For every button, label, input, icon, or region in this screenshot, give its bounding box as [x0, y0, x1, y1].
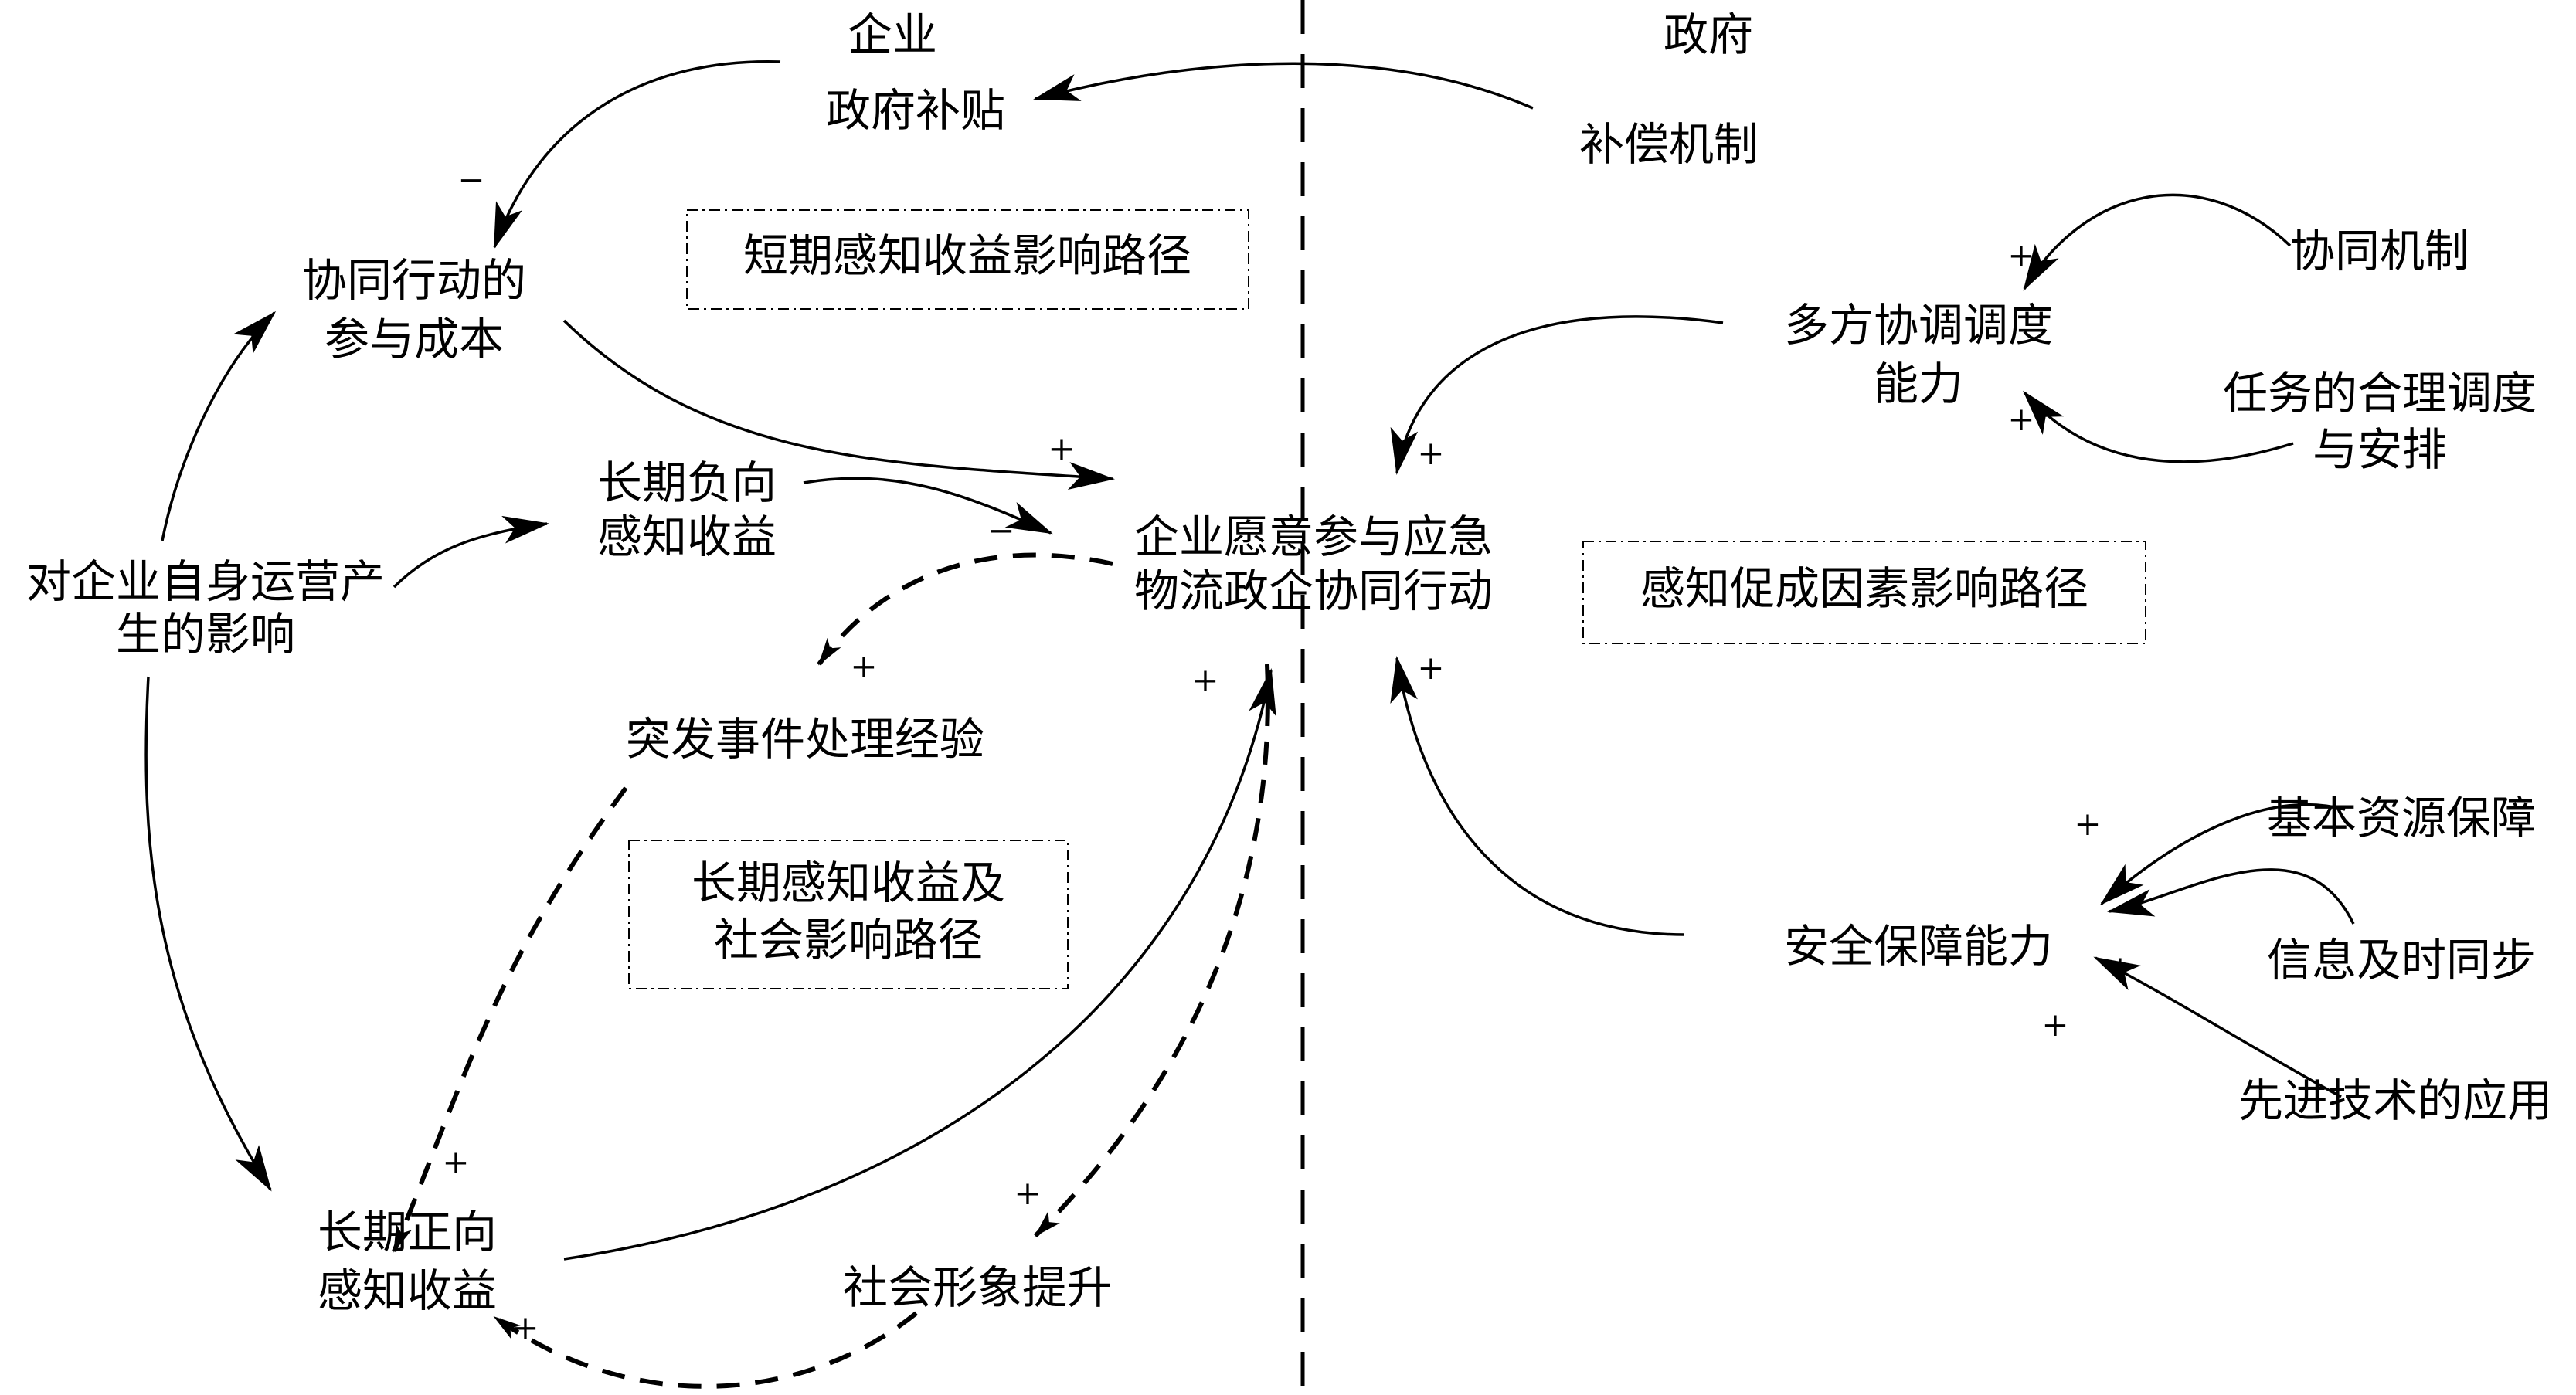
node-multi-coord: 多方协调调度 能力	[1784, 299, 2053, 410]
node-basic-resource: 基本资源保障	[2267, 792, 2536, 844]
node-long-positive: 长期正向 感知收益	[318, 1206, 497, 1317]
link-central-to-social	[1033, 664, 1270, 1238]
svg-text:社会影响路径: 社会影响路径	[714, 914, 983, 966]
sign-info-safety: +	[2106, 949, 2133, 986]
node-compensation: 补偿机制	[1579, 118, 1759, 171]
sign-task-multicoord: +	[2007, 400, 2034, 438]
link-operation-to-negative	[393, 515, 549, 589]
sign-positive-central: +	[1191, 661, 1218, 699]
svg-text:企业愿意参与应急: 企业愿意参与应急	[1134, 511, 1493, 563]
sign-central-emergency: +	[850, 647, 877, 685]
svg-text:协同行动的: 协同行动的	[302, 254, 526, 307]
link-basic-to-safety	[2099, 803, 2346, 905]
node-long-negative: 长期负向 感知收益	[597, 457, 777, 563]
svg-text:物流政企协同行动: 物流政企协同行动	[1134, 565, 1493, 617]
sign-negative-central: −	[987, 511, 1014, 549]
svg-text:能力: 能力	[1874, 358, 1963, 410]
svg-text:多方协调调度: 多方协调调度	[1784, 299, 2053, 351]
svg-text:感知收益: 感知收益	[597, 511, 777, 563]
svg-text:感知收益: 感知收益	[318, 1264, 497, 1317]
link-operation-to-cost	[161, 311, 277, 541]
link-compensation-to-subsidy	[1033, 62, 1534, 110]
link-operation-to-positive	[144, 676, 272, 1192]
section-enterprise: 企业	[848, 8, 937, 61]
node-own-operation: 对企业自身运营产 生的影响	[26, 555, 385, 660]
node-emergency-exp: 突发事件处理经验	[626, 713, 984, 765]
path-box-long-term: 长期感知收益及 社会影响路径	[628, 840, 1069, 989]
svg-text:参与成本: 参与成本	[325, 313, 504, 365]
link-multicoord-to-central	[1390, 315, 1724, 475]
link-emergency-to-positive	[392, 786, 628, 1253]
link-coopmech-to-multicoord	[2023, 193, 2292, 291]
node-participation-cost: 协同行动的 参与成本	[302, 254, 526, 365]
svg-text:任务的合理调度: 任务的合理调度	[2223, 367, 2537, 419]
sign-central-social: +	[1014, 1174, 1041, 1212]
sign-coopmech-multicoord: +	[2007, 236, 2034, 274]
sign-cost-central: +	[1048, 429, 1075, 467]
section-government: 政府	[1664, 8, 1753, 61]
svg-text:长期负向: 长期负向	[597, 457, 777, 509]
sign-subsidy-cost: −	[457, 161, 484, 199]
node-gov-subsidy: 政府补贴	[826, 84, 1005, 137]
sign-basic-safety: +	[2074, 805, 2101, 843]
svg-text:生的影响: 生的影响	[116, 608, 295, 660]
link-social-to-positive	[493, 1311, 918, 1389]
link-central-to-emergency	[817, 552, 1113, 666]
node-coop-mechanism: 协同机制	[2290, 225, 2469, 277]
node-safety-capability: 安全保障能力	[1784, 920, 2053, 972]
svg-text:短期感知收益影响路径: 短期感知收益影响路径	[743, 229, 1191, 282]
link-info-to-safety	[2107, 868, 2355, 925]
svg-text:感知促成因素影响路径: 感知促成因素影响路径	[1640, 562, 2088, 615]
link-cost-to-central	[562, 319, 1115, 490]
link-tech-to-safety	[2093, 956, 2342, 1098]
node-central: 企业愿意参与应急 物流政企协同行动	[1134, 511, 1493, 617]
link-subsidy-to-cost	[493, 60, 781, 249]
link-negative-to-central	[803, 477, 1053, 535]
node-social-image: 社会形象提升	[843, 1261, 1112, 1314]
node-advanced-tech: 先进技术的应用	[2238, 1074, 2552, 1127]
svg-text:与安排: 与安排	[2313, 423, 2447, 476]
node-info-sync: 信息及时同步	[2267, 934, 2536, 986]
svg-text:长期感知收益及: 长期感知收益及	[692, 857, 1005, 909]
svg-text:对企业自身运营产: 对企业自身运营产	[26, 555, 385, 608]
link-task-to-multicoord	[2023, 390, 2294, 463]
sign-social-positive: +	[511, 1308, 539, 1346]
sign-tech-safety: +	[2041, 1006, 2068, 1044]
node-task-schedule: 任务的合理调度 与安排	[2223, 367, 2537, 476]
path-box-short-term: 短期感知收益影响路径	[686, 209, 1249, 310]
link-positive-to-central	[563, 668, 1276, 1261]
sign-emergency-positive: +	[442, 1143, 469, 1181]
sign-safety-central: +	[1417, 649, 1444, 687]
path-box-perceived-factors: 感知促成因素影响路径	[1582, 541, 2146, 644]
sign-multicoord-central: +	[1417, 434, 1444, 472]
link-safety-to-central	[1390, 656, 1685, 936]
